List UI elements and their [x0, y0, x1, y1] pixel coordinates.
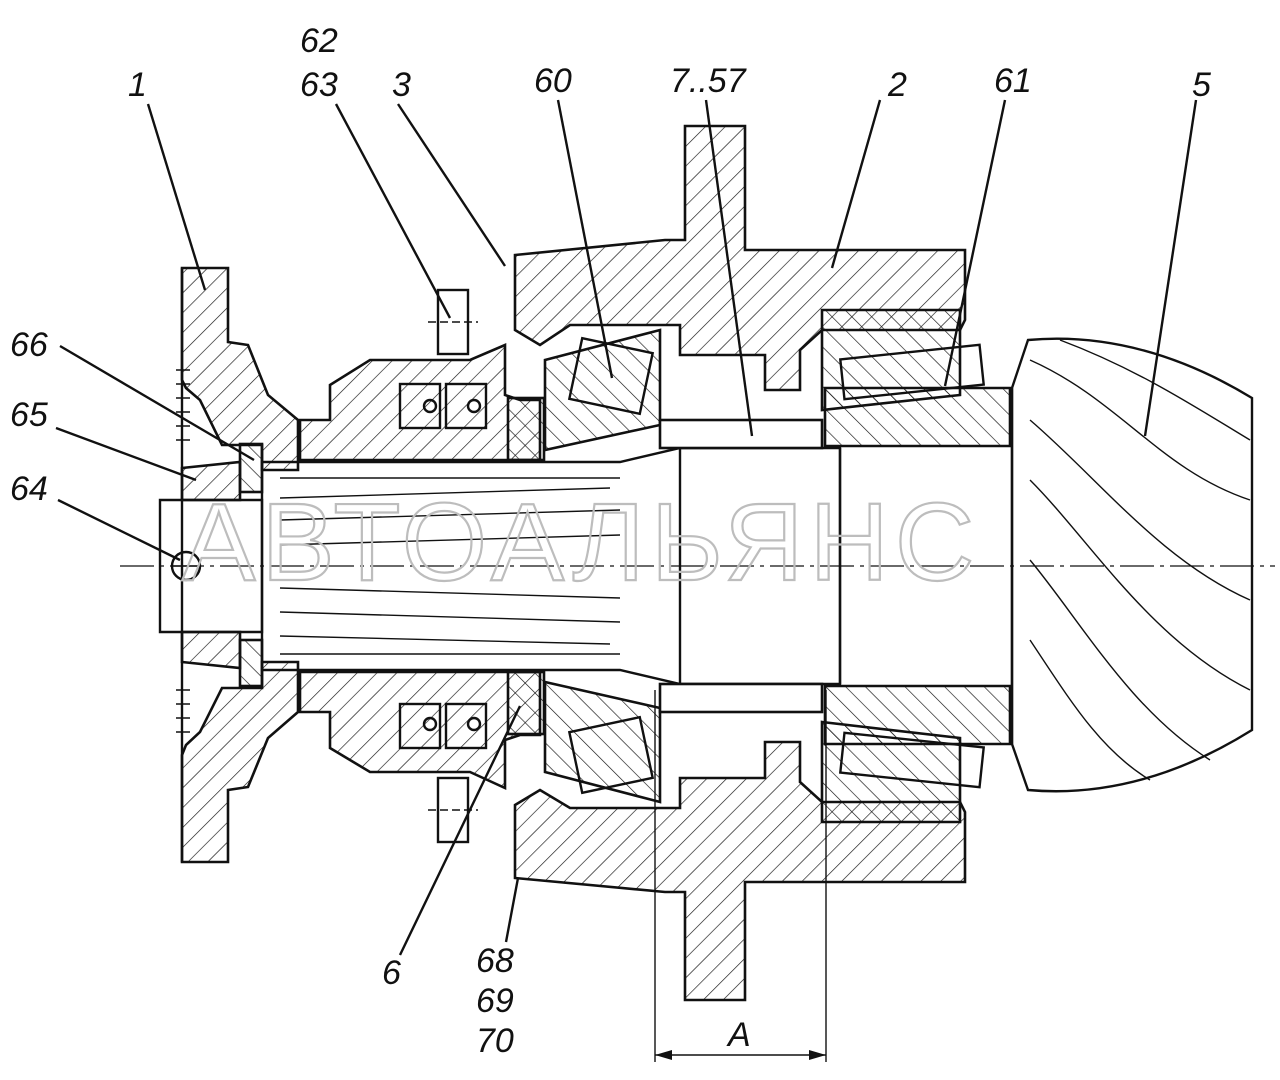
label-6: 6	[382, 954, 401, 992]
bearing-part-61	[820, 308, 1012, 824]
oil-seals	[398, 382, 488, 750]
ring-part-6	[506, 396, 546, 736]
label-61: 61	[994, 62, 1032, 100]
label-66: 66	[10, 326, 48, 364]
label-68: 68	[476, 942, 514, 980]
drive-gear-part-5	[1010, 337, 1254, 793]
dimension-a-label: A	[726, 1016, 751, 1054]
leader-lines	[55, 99, 1198, 956]
dimension-a: A	[654, 690, 827, 1062]
watermark-text: АВТОАЛЬЯНС	[182, 481, 980, 604]
label-69: 69	[476, 982, 514, 1020]
label-5: 5	[1192, 66, 1211, 104]
spacer-7-57	[658, 418, 824, 714]
label-64: 64	[10, 470, 48, 508]
label-3: 3	[392, 66, 411, 104]
label-60: 60	[534, 62, 572, 100]
callout-labels: 62 63 1 3 60 7..57 2 61 5 66 65 64 6 68 …	[10, 22, 1211, 1060]
flange-part-1	[176, 266, 300, 864]
label-2: 2	[887, 66, 907, 104]
label-7-57: 7..57	[670, 62, 747, 100]
cover-part-3	[298, 343, 542, 791]
label-65: 65	[10, 396, 48, 434]
label-63: 63	[300, 66, 338, 104]
spline-shaft	[260, 446, 842, 686]
label-1: 1	[128, 66, 147, 104]
label-62: 62	[300, 22, 338, 60]
label-70: 70	[476, 1022, 514, 1060]
